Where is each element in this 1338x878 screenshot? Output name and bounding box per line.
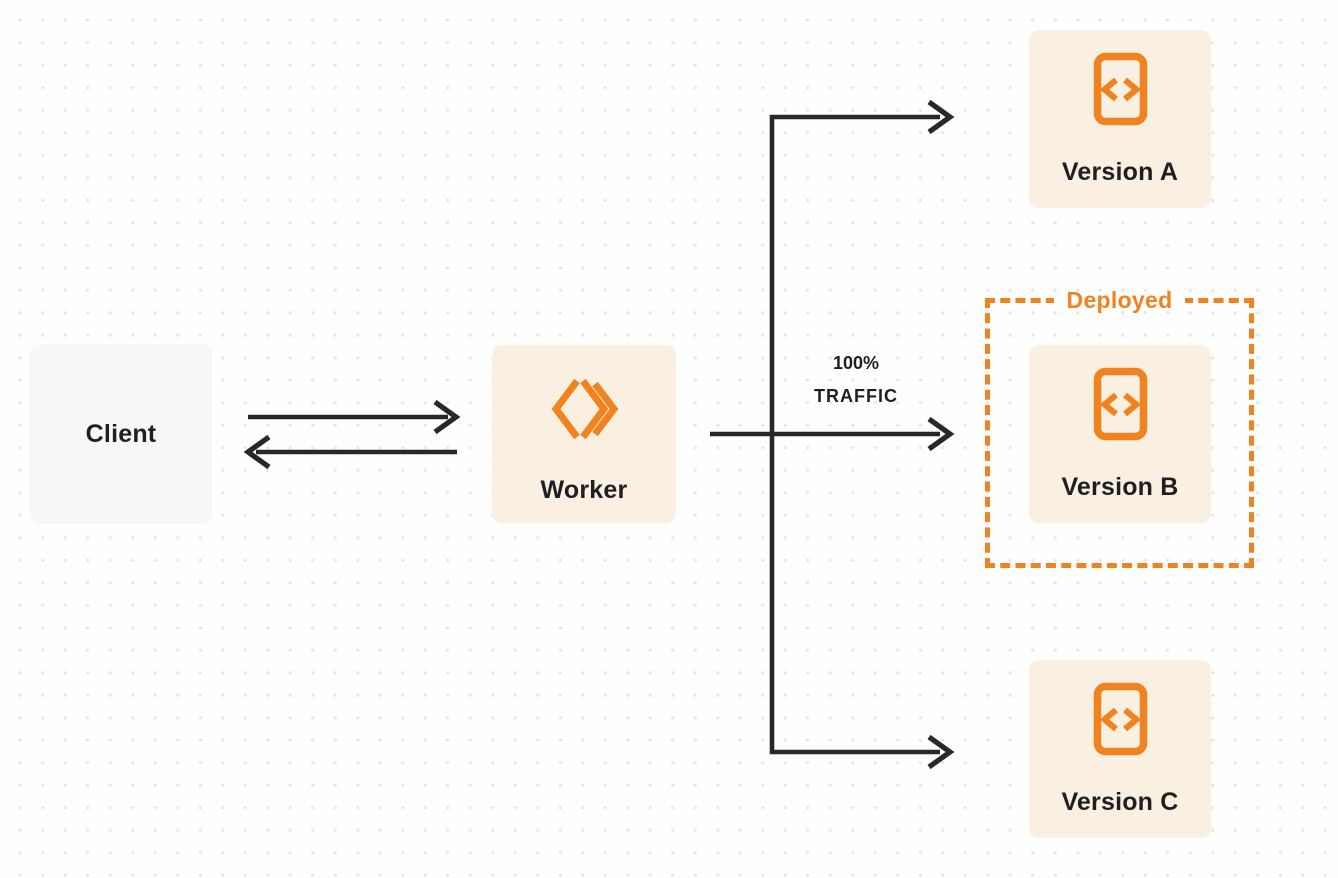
code-file-icon xyxy=(1093,682,1147,756)
deployed-label: Deployed xyxy=(1066,287,1173,313)
worker-node: Worker xyxy=(492,345,676,523)
arrow-worker-to-version-c xyxy=(769,434,955,770)
client-label: Client xyxy=(85,420,157,448)
version-a-node: Version A xyxy=(1029,30,1211,208)
version-b-node: Version B xyxy=(1029,345,1211,523)
traffic-word-text: TRAFFIC xyxy=(814,386,898,406)
deployed-container: Deployed xyxy=(985,286,1254,568)
traffic-annotation: 100% TRAFFIC xyxy=(790,347,922,413)
version-a-label: Version A xyxy=(1061,158,1179,186)
workers-chevron-logo-icon xyxy=(551,378,619,440)
code-file-icon xyxy=(1093,367,1147,441)
arrow-client-to-worker xyxy=(248,399,461,435)
client-node: Client xyxy=(30,344,212,524)
arrow-worker-to-version-b xyxy=(710,416,955,452)
version-c-node: Version C xyxy=(1029,660,1211,838)
arrow-worker-to-client xyxy=(243,434,457,470)
code-file-icon xyxy=(1093,52,1147,126)
version-c-label: Version C xyxy=(1061,788,1179,816)
traffic-percent-text: 100% xyxy=(832,353,880,373)
version-b-label: Version B xyxy=(1061,473,1179,501)
worker-label: Worker xyxy=(540,476,628,504)
